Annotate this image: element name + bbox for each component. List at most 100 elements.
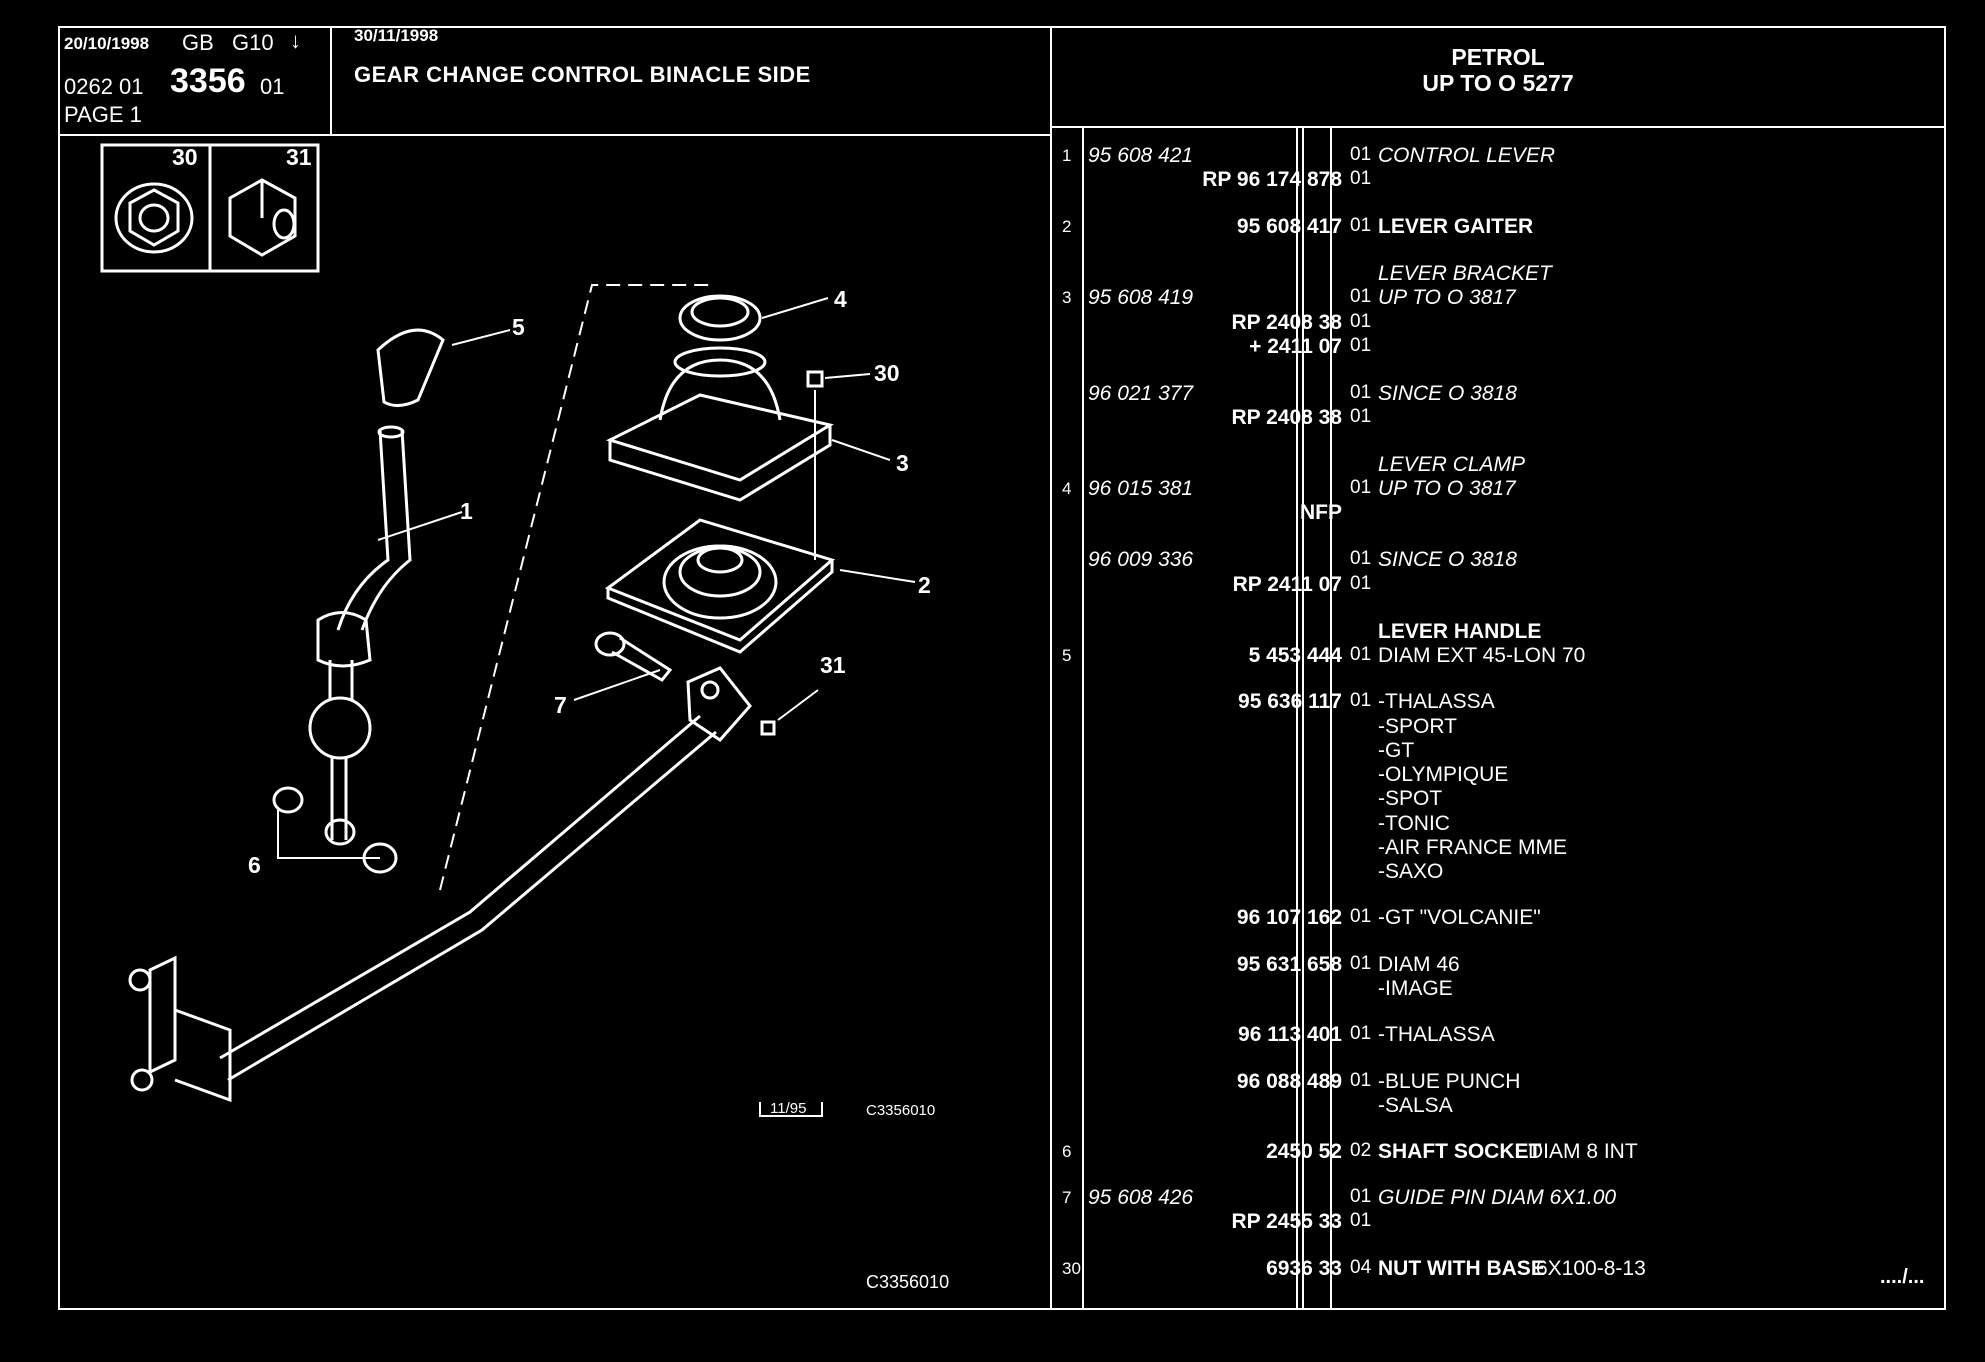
parts-col-divider-4 xyxy=(1330,126,1332,1310)
part-reference: 96 015 381 xyxy=(1088,477,1194,500)
part-reference: 96 113 401 xyxy=(1238,1023,1342,1046)
divider-header-left xyxy=(330,26,332,136)
page-title: GEAR CHANGE CONTROL BINACLE SIDE xyxy=(354,62,811,87)
quantity: 01 xyxy=(1350,573,1372,594)
part-reference: 96 088 489 xyxy=(1236,1070,1342,1093)
continuation-mark: ..../... xyxy=(1880,1266,1925,1288)
part-reference: NFP xyxy=(1300,501,1342,524)
part-description: NUT WITH BASE xyxy=(1378,1257,1545,1280)
callout-3: 3 xyxy=(896,450,909,476)
divider-main xyxy=(1050,26,1052,1310)
callout-7: 7 xyxy=(554,692,567,718)
country-code: GB xyxy=(182,30,214,55)
part-reference: RP 2411 07 xyxy=(1232,573,1342,596)
part-description: LEVER BRACKET xyxy=(1378,262,1552,285)
engine-label: PETROL xyxy=(1451,44,1545,70)
quantity: 01 xyxy=(1350,644,1372,665)
quantity: 01 xyxy=(1350,1023,1372,1044)
parts-list: 1 95 608 421 01 CONTROL LEVER RP 96 174 878 0… xyxy=(1054,128,1944,1308)
quantity: 01 xyxy=(1350,690,1372,711)
part-description: -TONIC xyxy=(1378,812,1450,835)
part-description: -GT xyxy=(1378,739,1415,762)
part-description: -SALSA xyxy=(1378,1094,1453,1117)
callout-6: 6 xyxy=(248,852,261,878)
part-reference: 96 107 162 xyxy=(1236,906,1342,929)
part-description: -SAXO xyxy=(1378,860,1444,883)
part-description: GUIDE PIN DIAM 6X1.00 xyxy=(1378,1186,1617,1209)
part-reference: 95 608 421 xyxy=(1088,144,1194,167)
item-number: 7 xyxy=(1062,1188,1072,1207)
item-number: 2 xyxy=(1062,217,1072,236)
callout-1: 1 xyxy=(460,498,473,524)
quantity: 02 xyxy=(1350,1140,1372,1161)
item-number: 5 xyxy=(1062,646,1072,665)
inset-label-30: 30 xyxy=(172,144,198,170)
callout-30: 30 xyxy=(874,360,900,386)
quantity: 01 xyxy=(1350,215,1372,236)
quantity: 01 xyxy=(1350,311,1372,332)
quantity: 01 xyxy=(1350,144,1372,165)
group-code: G10 xyxy=(232,30,274,55)
page-number: PAGE 1 xyxy=(64,102,142,127)
part-description: -THALASSA xyxy=(1378,690,1495,713)
parts-col-divider-2 xyxy=(1296,126,1298,1310)
quantity: 01 xyxy=(1350,382,1372,403)
part-description: -THALASSA xyxy=(1378,1023,1495,1046)
header-rule-right xyxy=(1050,126,1946,128)
quantity: 01 xyxy=(1350,1070,1372,1091)
exploded-diagram xyxy=(100,143,916,1117)
part-description: -GT "VOLCANIE" xyxy=(1378,906,1541,929)
sheet-frame xyxy=(58,26,1946,1310)
part-reference: RP 96 174 878 xyxy=(1202,168,1342,191)
update-date: 30/11/1998 xyxy=(354,26,439,45)
part-reference: RP 2408 38 xyxy=(1231,406,1342,429)
part-reference: 5 453 444 xyxy=(1248,644,1342,667)
part-description: -AIR FRANCE MME xyxy=(1378,836,1567,859)
revision-stamp: 11/95 xyxy=(770,1100,807,1117)
quantity: 01 xyxy=(1350,168,1372,189)
figure-code-small: C3356010 xyxy=(866,1102,936,1119)
item-number: 30 xyxy=(1062,1259,1081,1278)
part-description: DIAM 46 xyxy=(1378,953,1460,976)
part-reference: 6936 33 xyxy=(1266,1257,1342,1280)
parts-col-divider-1 xyxy=(1082,126,1084,1310)
part-description: LEVER HANDLE xyxy=(1378,620,1542,643)
quantity: 04 xyxy=(1350,1257,1372,1278)
part-reference: 95 608 419 xyxy=(1088,286,1194,309)
part-description: CONTROL LEVER xyxy=(1378,144,1555,167)
part-description: -OLYMPIQUE xyxy=(1378,763,1509,786)
callout-2: 2 xyxy=(918,572,931,598)
part-description: -BLUE PUNCH xyxy=(1378,1070,1521,1093)
item-number: 1 xyxy=(1062,146,1072,165)
part-reference: 95 608 417 xyxy=(1236,215,1342,238)
part-description: SINCE O 3818 xyxy=(1378,548,1517,571)
part-reference: 96 021 377 xyxy=(1088,382,1194,405)
plate-prefix: 0262 01 xyxy=(64,74,144,99)
part-description-detail: 6X100-8-13 xyxy=(1536,1257,1646,1280)
down-arrow-icon: ↓ xyxy=(290,28,301,53)
item-number: 6 xyxy=(1062,1142,1072,1161)
parts-col-divider-3 xyxy=(1302,126,1304,1310)
part-reference: + 2411 07 xyxy=(1249,335,1342,358)
part-description: SINCE O 3818 xyxy=(1378,382,1517,405)
quantity: 01 xyxy=(1350,286,1372,307)
item-number: 4 xyxy=(1062,479,1072,498)
quantity: 01 xyxy=(1350,906,1372,927)
quantity: 01 xyxy=(1350,548,1372,569)
issue-date: 20/10/1998 xyxy=(64,34,150,53)
callout-4: 4 xyxy=(834,286,847,312)
callout-5: 5 xyxy=(512,314,525,340)
quantity: 01 xyxy=(1350,1210,1372,1231)
callout-31: 31 xyxy=(820,652,846,678)
part-description-detail: DIAM 8 INT xyxy=(1528,1140,1638,1163)
quantity: 01 xyxy=(1350,335,1372,356)
part-description: -SPORT xyxy=(1378,715,1457,738)
inset-box-31 xyxy=(208,143,320,273)
part-description: DIAM EXT 45-LON 70 xyxy=(1378,644,1586,667)
item-number: 3 xyxy=(1062,288,1072,307)
part-description: SHAFT SOCKET xyxy=(1378,1140,1542,1163)
part-reference: 96 009 336 xyxy=(1088,548,1194,571)
figure-code: C3356010 xyxy=(866,1272,950,1292)
part-reference: 95 631 658 xyxy=(1236,953,1342,976)
part-description: -SPOT xyxy=(1378,787,1443,810)
